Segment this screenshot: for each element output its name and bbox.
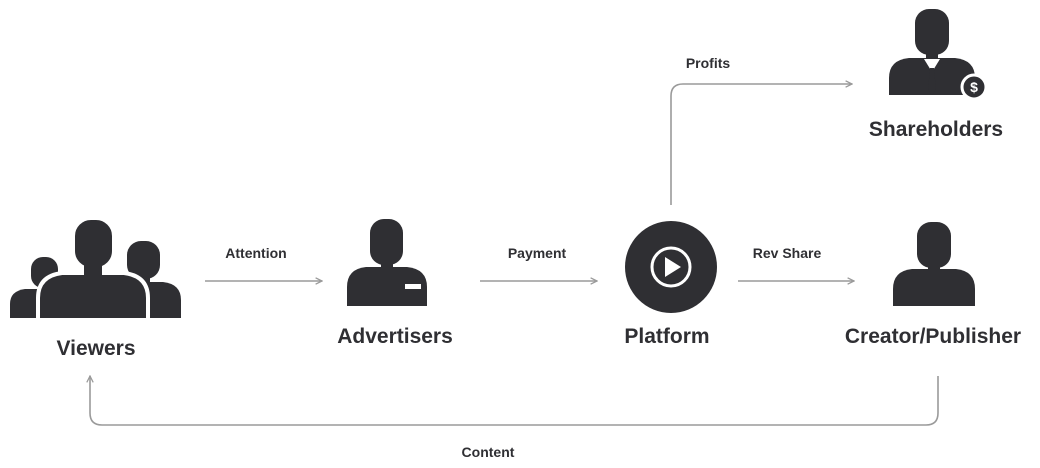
- badge-mark: [405, 284, 421, 289]
- content-label: Content: [461, 444, 515, 460]
- shirt-collar: [924, 59, 940, 72]
- person-icon: [893, 222, 975, 306]
- profits-label: Profits: [685, 55, 731, 71]
- person-tie-dollar-icon: $: [889, 9, 988, 101]
- dollar-coin-icon: [960, 73, 988, 101]
- advertisers-label: Advertisers: [337, 325, 453, 348]
- payment-label: Payment: [507, 245, 567, 261]
- rev-share-label: Rev Share: [752, 245, 822, 261]
- person-badge-icon: [347, 219, 427, 306]
- tie-mark: [928, 68, 936, 95]
- attention-label: Attention: [225, 245, 287, 261]
- shareholders-label: Shareholders: [868, 118, 1004, 141]
- platform-label: Platform: [624, 325, 710, 348]
- creator-publisher-label: Creator/Publisher: [844, 325, 1022, 348]
- profits-arrow: [670, 84, 852, 205]
- content-arrow: [90, 376, 939, 426]
- svg-text:$: $: [970, 79, 978, 95]
- group-person-icon: [10, 216, 181, 322]
- viewers-label: Viewers: [56, 337, 136, 360]
- viewer-center-figure: [36, 216, 150, 322]
- play-circle-icon: [625, 221, 717, 313]
